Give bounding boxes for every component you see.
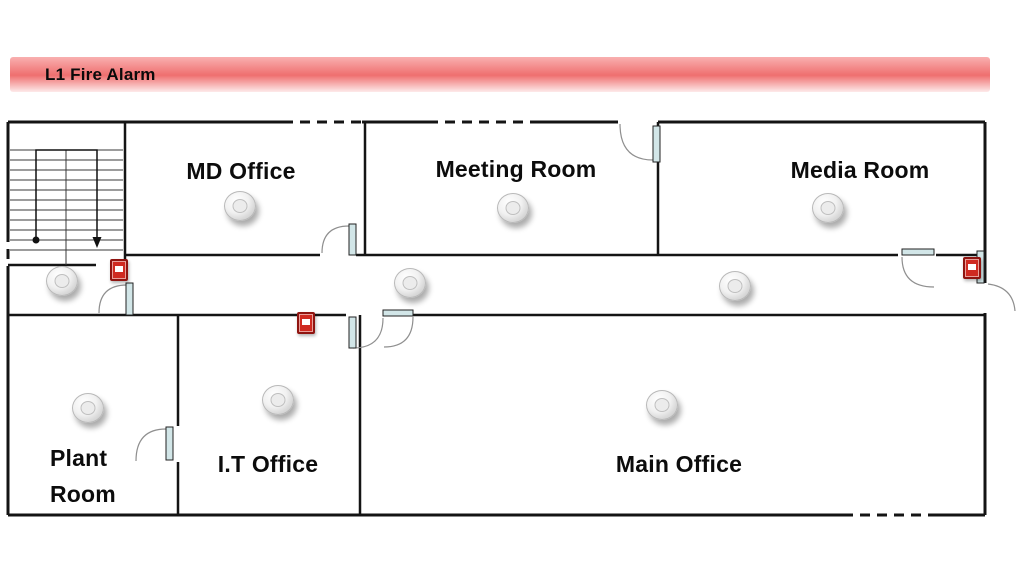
outer-walls <box>6 120 987 517</box>
smoke-detector-plant-room <box>72 393 104 423</box>
room-label-media-room: Media Room <box>790 157 930 183</box>
fire-call-point-stairwell <box>110 259 128 281</box>
staircase-direction-path <box>35 149 98 240</box>
smoke-detector-corridor-middle <box>394 268 426 298</box>
smoke-detector-main-office <box>646 390 678 420</box>
page-title: L1 Fire Alarm <box>45 64 156 84</box>
staircase-path-arrow <box>92 237 102 248</box>
staircase-treads <box>10 149 123 265</box>
room-label-it-office: I.T Office <box>217 451 319 477</box>
room-label-md-office: MD Office <box>186 158 296 184</box>
door-swing-arcs <box>98 123 1016 462</box>
fire-call-point-corridor-right <box>963 257 981 279</box>
title-banner: L1 Fire Alarm <box>10 57 990 92</box>
room-label-main-office: Main Office <box>615 451 743 477</box>
smoke-detector-md-office <box>224 191 256 221</box>
smoke-detector-meeting-room <box>497 193 529 223</box>
interior-walls <box>8 122 985 515</box>
smoke-detector-media-room <box>812 193 844 223</box>
fire-call-point-corridor-middle <box>297 312 315 334</box>
room-label-plant-room: Plant Room <box>50 445 116 507</box>
smoke-detector-corridor-left <box>46 266 78 296</box>
staircase-path-start-dot <box>32 236 40 244</box>
room-label-meeting-room: Meeting Room <box>435 156 597 182</box>
smoke-detector-it-office <box>262 385 294 415</box>
smoke-detector-corridor-right <box>719 271 751 301</box>
